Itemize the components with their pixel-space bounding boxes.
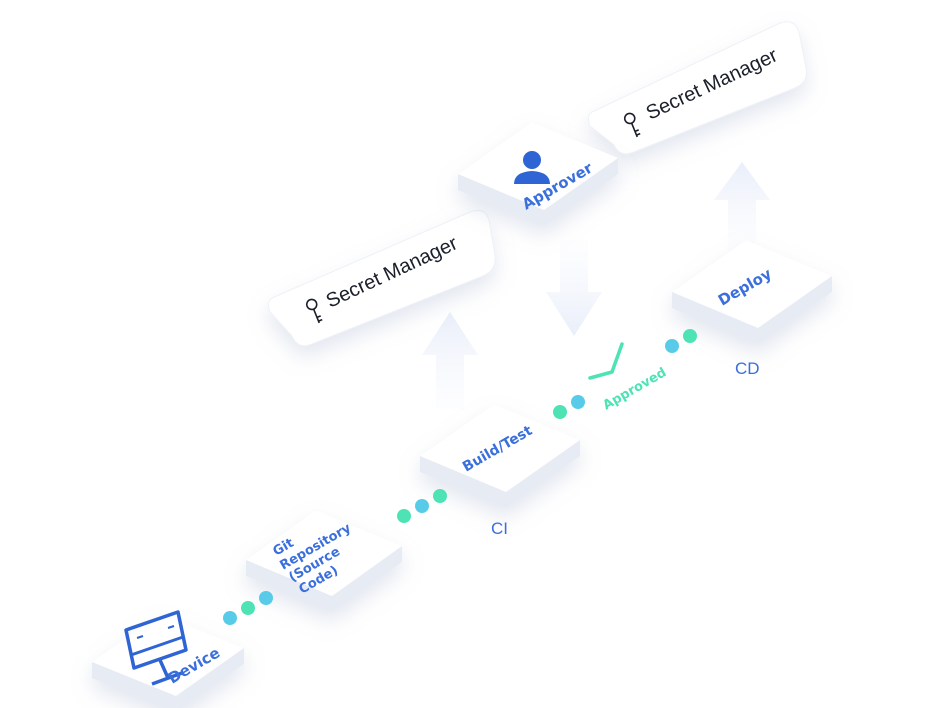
arrow-approver-down xyxy=(546,240,602,336)
user-icon xyxy=(514,151,550,184)
connector-approved-deploy xyxy=(665,329,697,353)
arrow-build-to-secret xyxy=(422,312,478,410)
connector-build-approved xyxy=(553,395,585,419)
monitor-icon xyxy=(124,610,188,686)
arrow-deploy-to-secret xyxy=(714,162,770,250)
secret-manager-ci-card xyxy=(267,209,496,347)
deploy-node xyxy=(672,240,832,344)
connector-device-git xyxy=(223,591,273,625)
check-icon xyxy=(588,342,624,380)
ci-stage-label: CI xyxy=(491,519,508,538)
connector-git-build xyxy=(397,489,447,523)
key-icon xyxy=(623,112,641,138)
build-test-node xyxy=(420,404,580,508)
git-repo-node xyxy=(246,510,402,612)
key-icon xyxy=(305,298,323,324)
secret-manager-cd-card xyxy=(587,21,807,155)
cd-stage-label: CD xyxy=(735,359,760,378)
device-node xyxy=(92,614,244,708)
